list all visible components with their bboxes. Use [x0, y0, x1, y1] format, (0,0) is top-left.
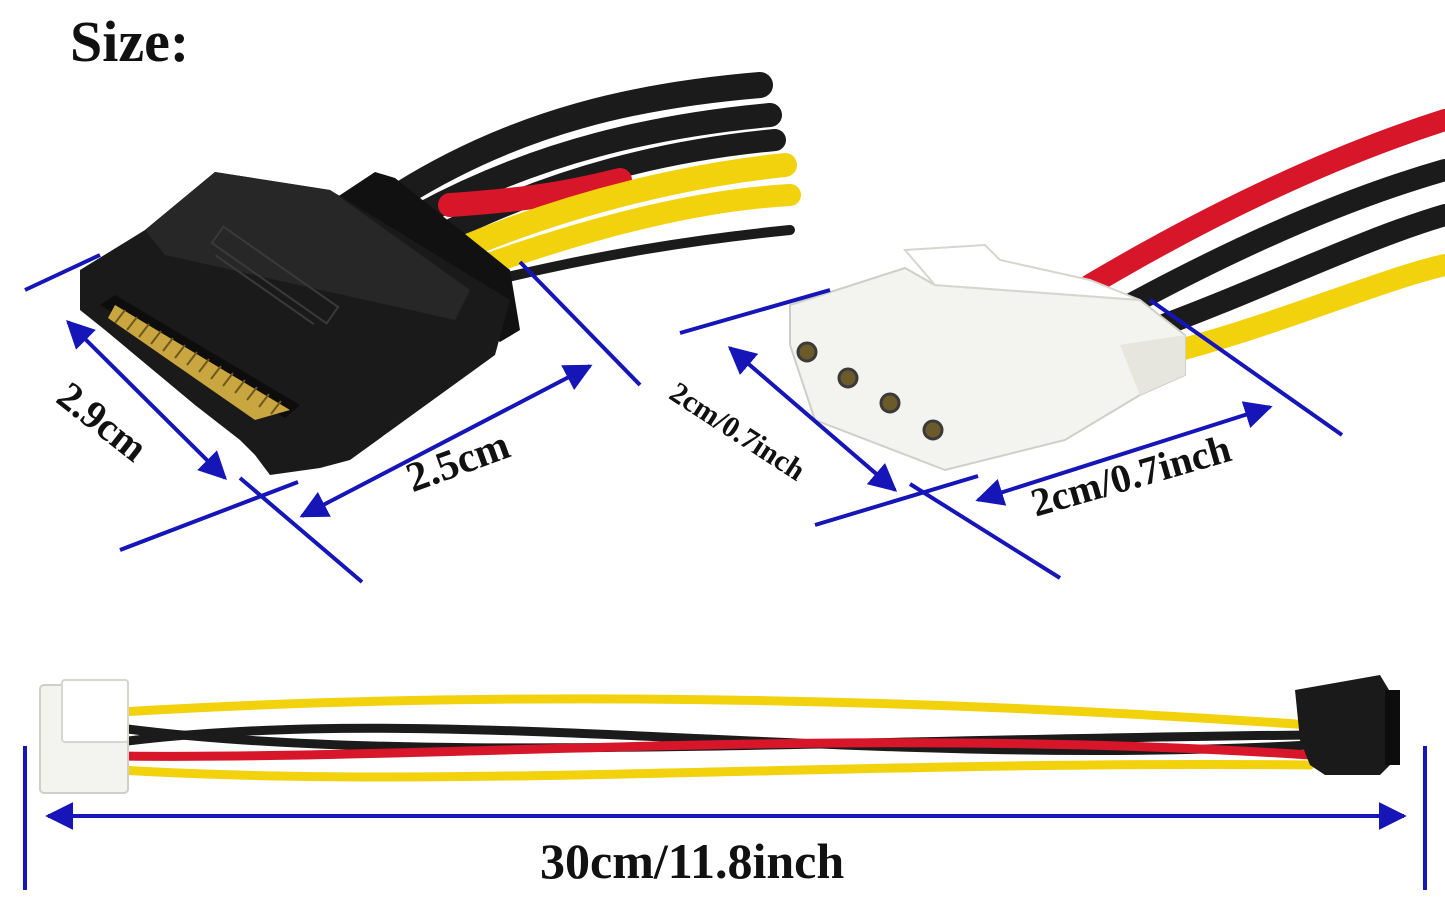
molex-connector: [789, 243, 1186, 472]
total-length-label: 30cm/11.8inch: [540, 833, 845, 889]
full-cable-sata-end: [1295, 675, 1400, 775]
full-cable-molex-end: [39, 679, 129, 794]
full-cable-wires: [115, 694, 1315, 782]
sata-power-embossing: [210, 225, 340, 325]
molex-wire-bundle: [1079, 109, 1445, 361]
sata-wire-bundle: [387, 72, 801, 285]
dimension-lines: [23, 253, 1427, 890]
size-title: Size:: [70, 9, 190, 74]
